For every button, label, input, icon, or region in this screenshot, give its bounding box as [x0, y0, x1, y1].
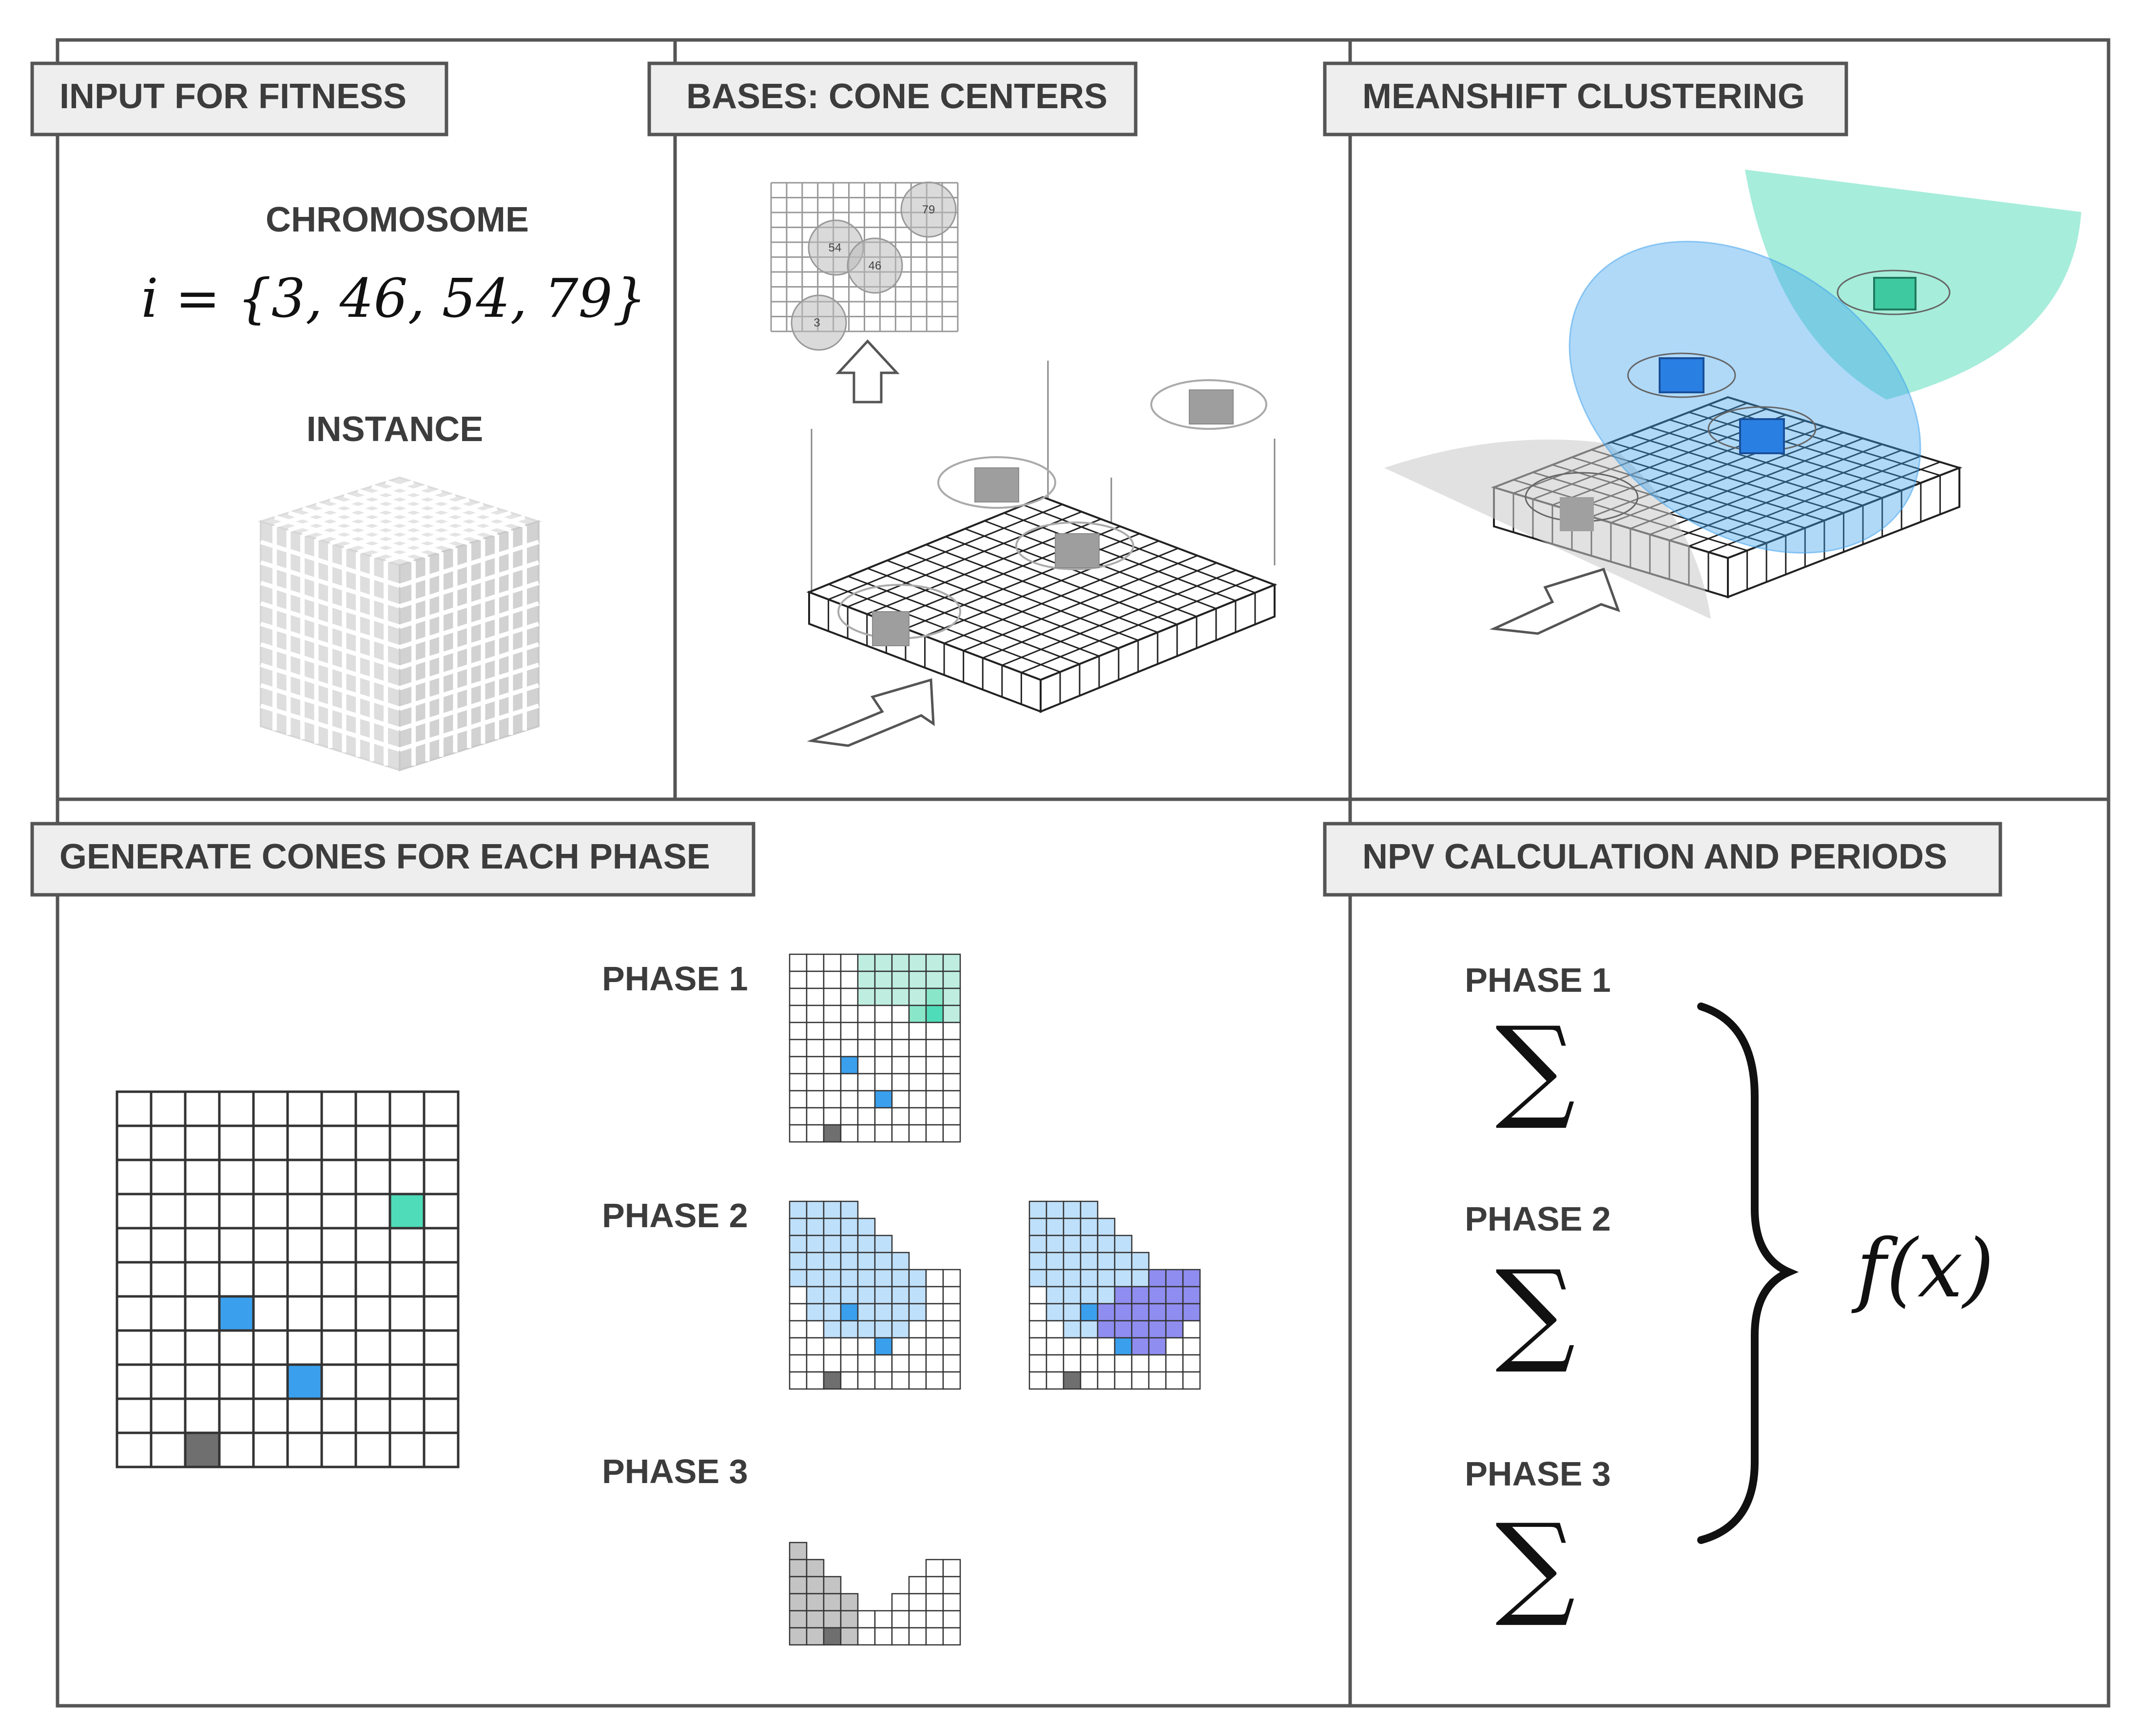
phase-2-cone-grid-a [789, 1200, 961, 1390]
bases-top-grid: 3 54 46 79 [770, 181, 959, 351]
phase-3-cone-grid [789, 1542, 961, 1646]
cones-phase-3-label: PHASE 3 [602, 1452, 748, 1490]
up-arrow-icon [835, 339, 900, 404]
svg-text:3: 3 [813, 316, 820, 329]
chromosome-formula: i = {3, 46, 54, 79} [141, 267, 647, 329]
title-meanshift-clustering: MEANSHIFT CLUSTERING [1323, 61, 1848, 136]
phase-1-cone-grid [789, 953, 961, 1143]
cones-base-grid [116, 1090, 460, 1468]
npv-phase-1-label: PHASE 1 [1465, 961, 1611, 999]
title-bases-cone-centers: BASES: CONE CENTERS [647, 61, 1138, 136]
title-generate-cones: GENERATE CONES FOR EACH PHASE [30, 822, 755, 897]
meanshift-inflow-arrow-icon [1489, 567, 1621, 635]
title-npv-calculation: NPV CALCULATION AND PERIODS [1323, 822, 2002, 897]
cones-phase-2-label: PHASE 2 [602, 1196, 748, 1234]
svg-text:MEANSHIFT CLUSTERING: MEANSHIFT CLUSTERING [1362, 77, 1805, 116]
sum-icon-phase-1: ∑ [1495, 1003, 1575, 1133]
cones-phase-1-label: PHASE 1 [602, 960, 748, 998]
sum-icon-phase-2: ∑ [1495, 1247, 1575, 1377]
svg-text:GENERATE CONES FOR EACH PHASE: GENERATE CONES FOR EACH PHASE [59, 837, 710, 876]
meanshift-3d-block [1384, 170, 2081, 619]
curly-brace-icon [1697, 1003, 1799, 1544]
svg-text:79: 79 [922, 203, 935, 216]
svg-text:54: 54 [829, 241, 842, 254]
npv-phase-3-label: PHASE 3 [1465, 1455, 1611, 1493]
svg-text:NPV CALCULATION AND PERIODS: NPV CALCULATION AND PERIODS [1362, 837, 1947, 876]
inflow-arrow-icon [807, 678, 935, 747]
bases-3d-block [806, 361, 1278, 713]
instance-voxel-cube [257, 476, 542, 772]
instance-label: INSTANCE [307, 410, 484, 449]
cone-marker-79 [900, 181, 957, 238]
sum-icon-phase-3: ∑ [1495, 1500, 1575, 1630]
cone-marker-3 [791, 294, 847, 351]
cone-marker-46 [847, 237, 903, 294]
npv-phase-2-label: PHASE 2 [1465, 1200, 1611, 1238]
fitness-function-result: f(x) [1851, 1222, 1994, 1315]
chromosome-label: CHROMOSOME [266, 200, 529, 239]
svg-text:46: 46 [869, 259, 882, 272]
svg-text:BASES: CONE CENTERS: BASES: CONE CENTERS [686, 77, 1107, 116]
title-input-for-fitness: INPUT FOR FITNESS [30, 61, 448, 136]
phase-2-cone-grid-b [1028, 1200, 1201, 1390]
svg-text:INPUT FOR FITNESS: INPUT FOR FITNESS [59, 77, 407, 116]
